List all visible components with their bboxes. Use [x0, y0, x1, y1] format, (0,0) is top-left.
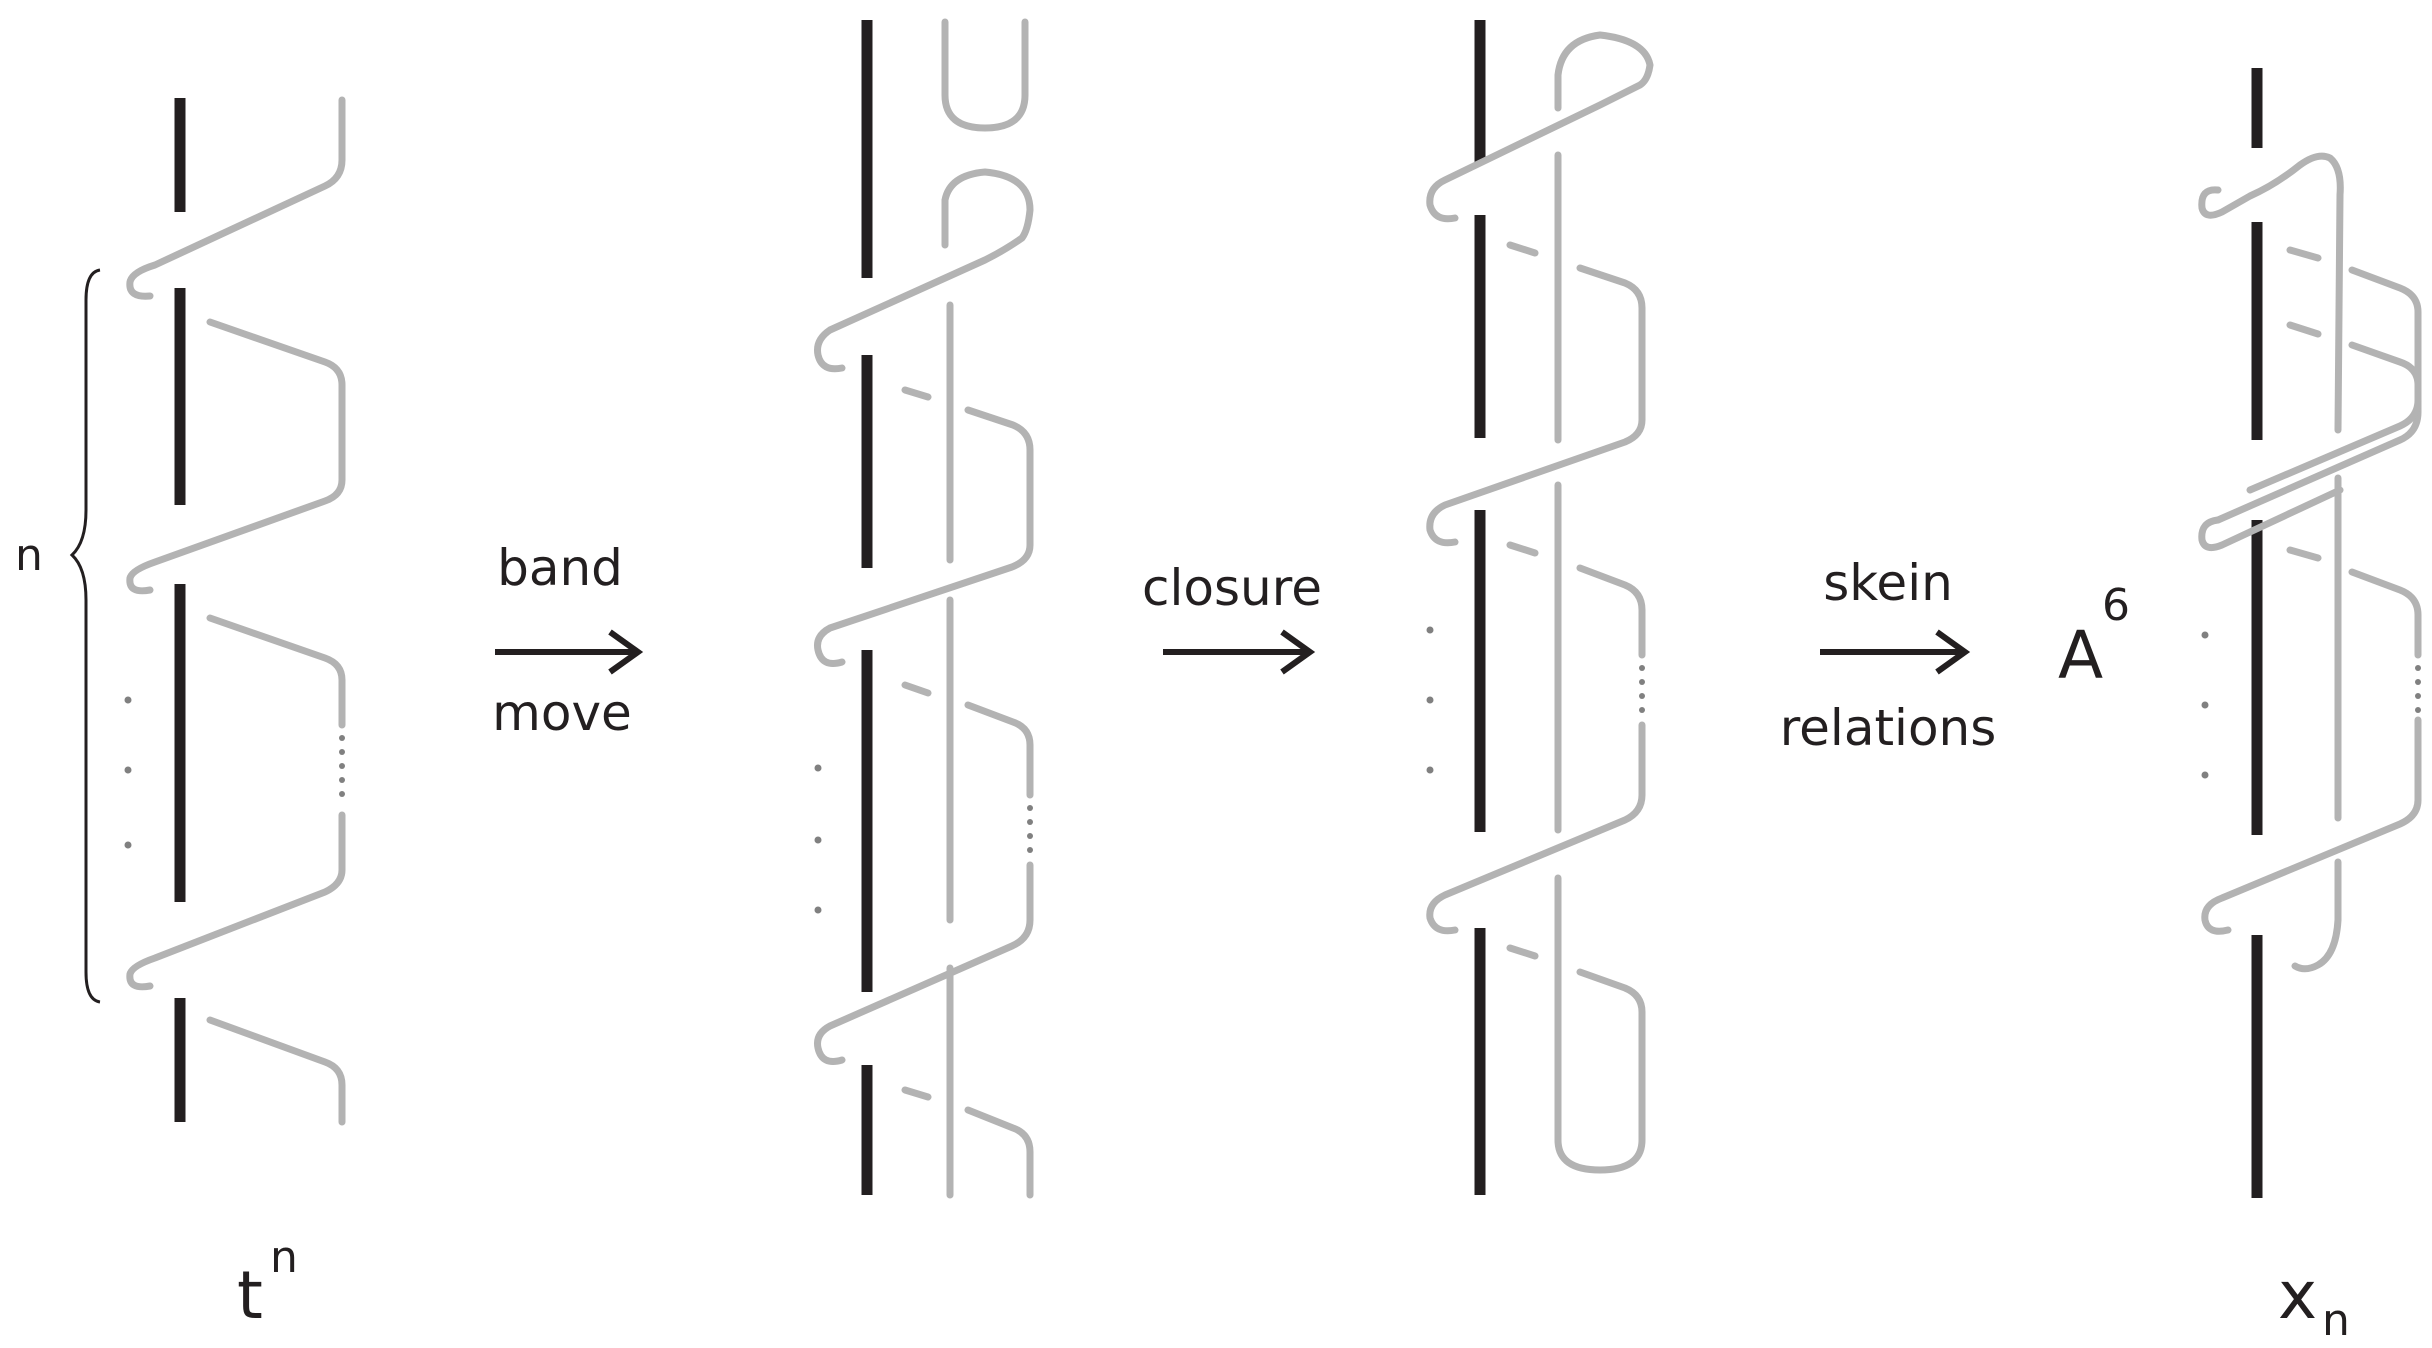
gray-loop — [814, 168, 1034, 373]
gray-strand — [901, 1086, 1034, 1199]
A-exponent-label: 6 — [2102, 580, 2130, 631]
gray-strand — [126, 96, 346, 300]
gray-strand — [814, 861, 1034, 1065]
gray-cap — [1506, 944, 1646, 1174]
curly-brace — [69, 268, 101, 1004]
gray-strand — [126, 811, 346, 991]
gray-strand — [1426, 241, 1646, 547]
band-label: band — [497, 539, 623, 597]
figure-band-move-result — [814, 18, 1034, 1199]
gray-strand — [2246, 246, 2422, 494]
gray-strand — [206, 614, 346, 729]
ellipsis-dots — [124, 696, 345, 849]
closure-label: closure — [1142, 559, 1322, 617]
move-label: move — [492, 684, 632, 742]
gray-strand — [1426, 721, 1646, 935]
gray-strand — [2201, 716, 2422, 935]
figure-closure-result — [1426, 20, 1654, 1195]
gray-cap — [941, 18, 1029, 132]
gray-cap — [2291, 858, 2342, 973]
figure-x-n — [2198, 68, 2422, 1198]
ellipsis-dots — [1426, 626, 1645, 774]
gray-strand — [2198, 486, 2344, 552]
t-base-label: t — [237, 1257, 263, 1334]
gray-loop — [2198, 152, 2344, 434]
figure-t-power-n — [69, 96, 346, 1126]
gray-strand — [814, 386, 1034, 667]
arrow-band-move — [495, 629, 644, 675]
gray-strand — [901, 681, 1034, 799]
ellipsis-dots — [814, 764, 1033, 914]
x-subscript-label: n — [2322, 1295, 2350, 1346]
arrow-closure — [1163, 629, 1316, 675]
t-exponent-label: n — [270, 1232, 298, 1283]
gray-loop — [1426, 31, 1654, 223]
arrow-skein-relations — [1820, 629, 1971, 675]
gray-strand — [1506, 541, 1646, 659]
skein-label: skein — [1823, 554, 1953, 612]
A-base-label: A — [2058, 617, 2103, 694]
x-base-label: x — [2278, 1257, 2317, 1334]
gray-strand — [126, 318, 346, 595]
brace-label-n: n — [15, 530, 43, 581]
gray-strand — [2286, 546, 2422, 659]
relations-label: relations — [1780, 699, 1997, 757]
ellipsis-dots — [2201, 631, 2421, 779]
gray-strand — [206, 1016, 346, 1126]
